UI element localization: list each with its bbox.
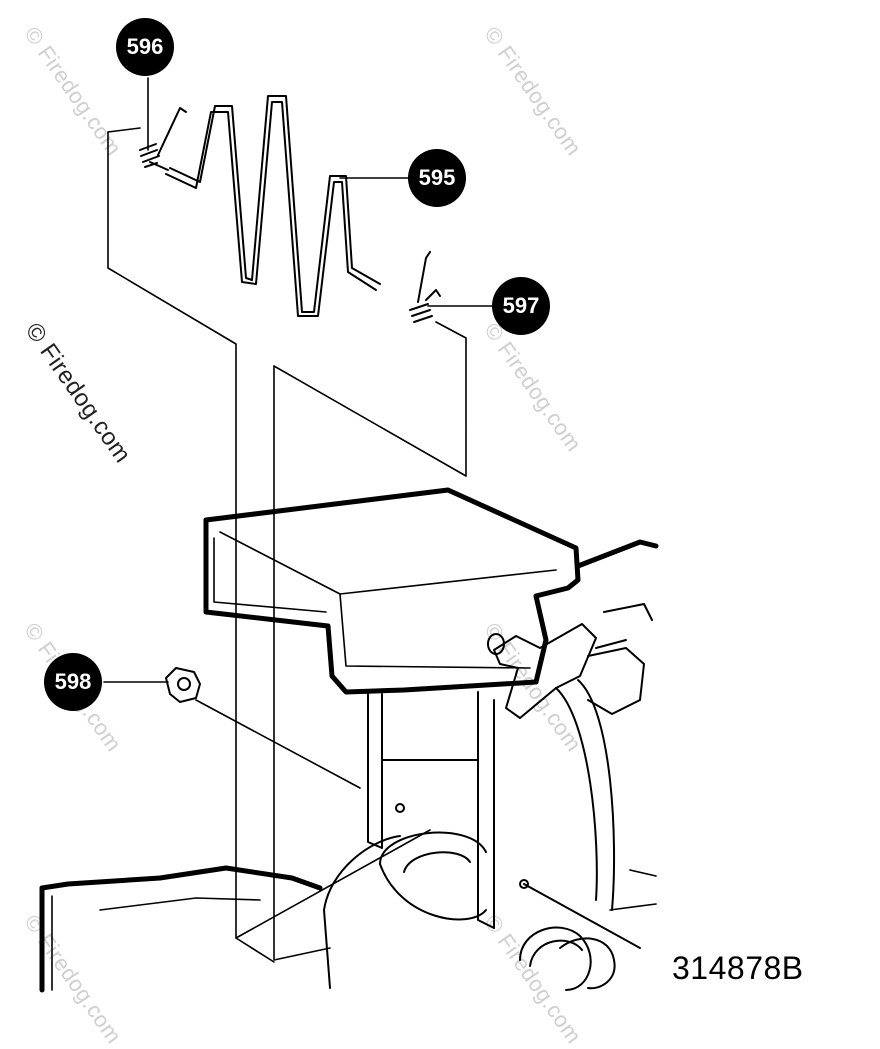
callout-595: 595 <box>408 149 466 207</box>
cable-coil <box>519 926 616 991</box>
exploded-parts-diagram <box>39 77 659 993</box>
torsion-spring-596 <box>139 107 187 171</box>
adjustment-knob <box>487 603 653 719</box>
callout-leaders <box>103 77 493 789</box>
spring-wire-part <box>165 95 381 317</box>
torsion-spring-597 <box>409 251 441 323</box>
diagram-reference-number: 314878B <box>672 950 804 986</box>
nut-598 <box>165 667 201 703</box>
callout-596: 596 <box>116 18 174 76</box>
support-bracket <box>367 691 641 949</box>
housing-frame <box>39 865 323 993</box>
callout-597: 597 <box>492 277 550 335</box>
chute-shield <box>203 487 659 695</box>
callout-598: 598 <box>44 653 102 711</box>
discharge-chute <box>323 679 616 989</box>
